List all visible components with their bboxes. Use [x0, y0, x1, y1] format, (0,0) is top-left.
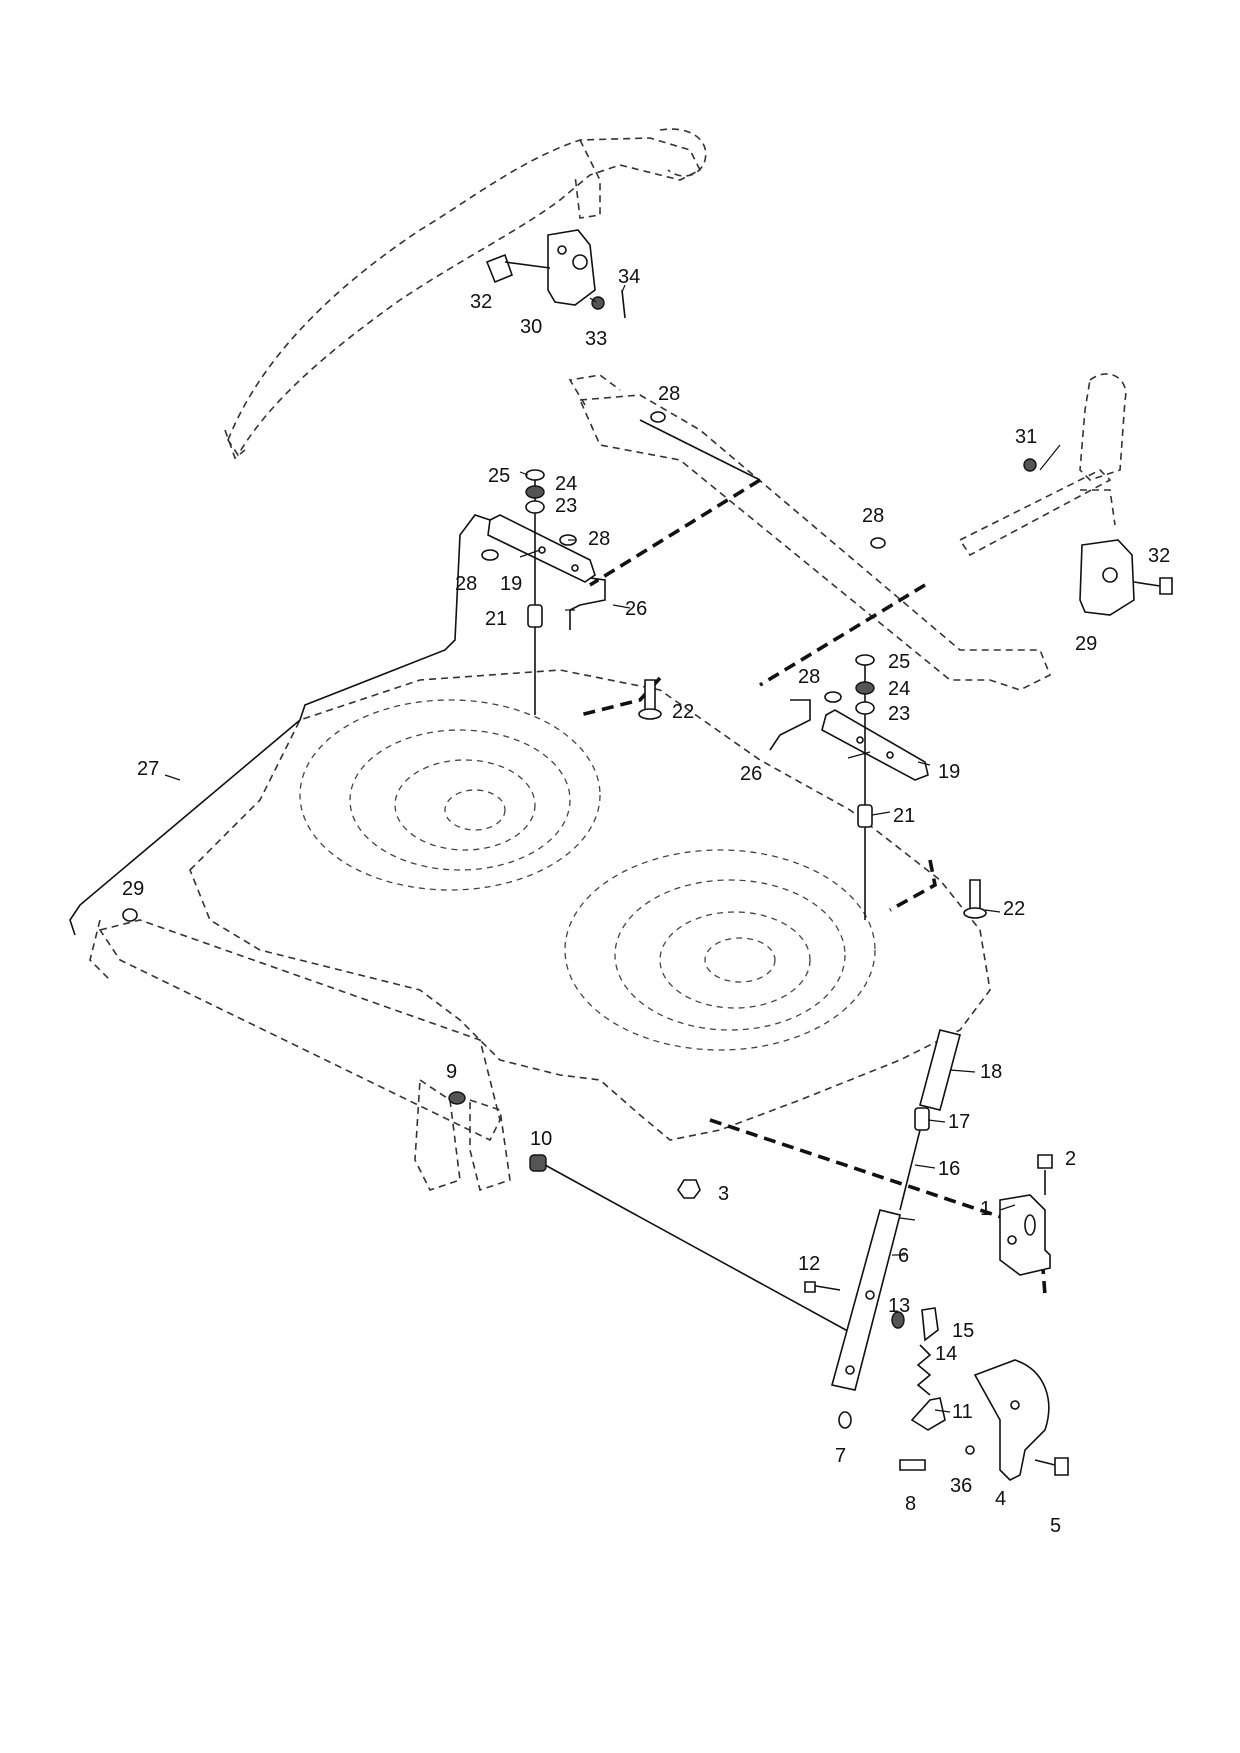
handle-rod-16 [899, 1129, 921, 1211]
side-plate-4 [973, 1359, 1069, 1481]
pivot-bracket-29 [1023, 458, 1173, 616]
callout-25: 25 [488, 465, 510, 487]
callout-28: 28 [588, 528, 610, 550]
callout-17: 17 [948, 1111, 970, 1133]
callout-26: 26 [625, 598, 647, 620]
callout-1: 1 [980, 1198, 991, 1220]
bolt-22-left [638, 679, 662, 720]
callout-4: 4 [995, 1488, 1006, 1510]
callout-24: 24 [555, 473, 577, 495]
callout-2: 2 [1065, 1148, 1076, 1170]
callout-28: 28 [455, 573, 477, 595]
pivot-bracket-30 [485, 229, 626, 319]
hardware-right-stack [824, 654, 875, 920]
lift-plate-19-left [487, 514, 596, 583]
callout-34: 33 [585, 328, 607, 350]
lift-arm-outline [224, 128, 707, 460]
callout-25: 25 [888, 651, 910, 673]
link-left-upper [589, 419, 761, 587]
callout-33: 32 [470, 291, 492, 313]
link-right-upper [759, 583, 926, 687]
callout-28: 28 [798, 666, 820, 688]
callout-28: 29 [122, 878, 144, 900]
handle-small-parts [804, 1281, 975, 1471]
callout-8: 8 [905, 1493, 916, 1515]
lift-plate-19-right [821, 709, 929, 781]
callout-16: 16 [938, 1158, 960, 1180]
rod-27 [69, 514, 491, 936]
callout-6: 6 [898, 1245, 909, 1267]
callout-23: 23 [888, 703, 910, 725]
callout-18: 18 [980, 1061, 1002, 1083]
callout-26: 26 [740, 763, 762, 785]
callout-31: 32 [1148, 545, 1170, 567]
mower-deck-outline [89, 669, 991, 1192]
callout-7: 7 [835, 1445, 846, 1467]
callout-24: 24 [888, 678, 910, 700]
right-lift-arm-outline [568, 373, 1127, 691]
callout-35: 34 [618, 266, 640, 288]
callout-36: 36 [950, 1475, 972, 1497]
callout-19: 19 [500, 573, 522, 595]
callout-27: 27 [137, 758, 159, 780]
hardware-left-stack [481, 469, 577, 715]
leader-lines [164, 284, 1061, 1413]
callout-5: 5 [1050, 1515, 1061, 1537]
callout-12: 12 [798, 1253, 820, 1275]
callout-30: 30 [520, 316, 542, 338]
rod-26-left [569, 577, 606, 630]
callout-21: 21 [893, 805, 915, 827]
lower-left-hardware [448, 1091, 856, 1336]
lift-handle-6 [831, 1209, 901, 1391]
washer-28-set [122, 411, 886, 922]
callout-19: 19 [938, 761, 960, 783]
mount-bracket-1 [999, 1154, 1053, 1276]
grip-18 [919, 1029, 961, 1111]
callout-21: 21 [485, 608, 507, 630]
callout-11: 11 [952, 1401, 973, 1423]
callout-29: 29 [1075, 633, 1097, 655]
ferrule-17 [914, 1107, 930, 1131]
callout-labels: 32 30 33 34 28 31 25 24 23 28 28 19 26 2… [122, 266, 1170, 1537]
callout-9: 9 [446, 1061, 457, 1083]
callout-15: 15 [952, 1320, 974, 1342]
callout-22: 22 [1003, 898, 1025, 920]
callout-28: 28 [862, 505, 884, 527]
callout-32: 31 [1015, 426, 1037, 448]
callout-10: 10 [530, 1128, 552, 1150]
bolt-22-right [963, 879, 987, 919]
callout-3: 3 [718, 1183, 729, 1205]
link-lower-deck [579, 676, 1047, 1296]
callout-13: 13 [888, 1295, 910, 1317]
callout-22: 22 [672, 701, 694, 723]
callout-28: 28 [658, 383, 680, 405]
callout-14: 14 [935, 1343, 957, 1365]
rod-26-right [769, 699, 811, 751]
callout-23: 23 [555, 495, 577, 517]
